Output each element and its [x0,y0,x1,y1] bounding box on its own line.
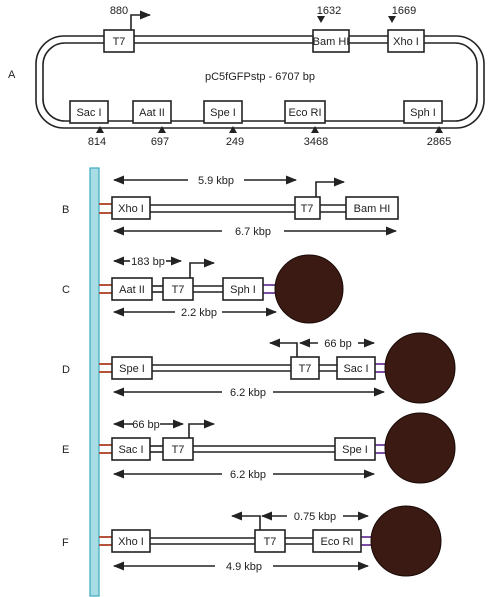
panel-label-d: D [62,364,70,376]
cut-site-marker [388,16,396,23]
plasmid-box-sac-i: Sac I [76,107,101,119]
plasmid-box-sph-i: Sph I [410,107,436,119]
panel-label-f: F [62,537,69,549]
measure-bottom: 6.2 kbp [230,469,266,481]
plasmid-position-xho-i: 1669 [392,5,416,17]
plasmid-feature-xho-i: 1669 Xho I [388,5,424,52]
box-t7: T7 [172,444,185,456]
box-spe-i: Spe I [119,363,145,375]
plasmid-feature-bam-hi: 1632 Bam HI [313,5,350,52]
plasmid-box-t7: T7 [113,36,126,48]
box-sph-i: Sph I [230,284,256,296]
construct-f: Xho I T7 Eco RI 0.75 kbp 4.9 kbp [99,506,441,576]
measure-top: 66 bp [132,419,160,431]
box-spe-i: Spe I [342,444,368,456]
box-xho-i: Xho I [118,536,144,548]
plasmid-position-sac-i: 814 [88,136,106,148]
box-eco-ri: Eco RI [320,536,353,548]
plasmid-box-xho-i: Xho I [393,36,419,48]
promoter-arrow [316,182,344,197]
box-sac-i: Sac I [118,444,143,456]
plasmid-feature-aat-ii: Aat II 697 [133,101,171,148]
construct-e: Sac I T7 Spe I 66 bp 6.2 kbp [99,413,455,483]
bead [371,506,441,576]
plasmid-box-aat-ii: Aat II [139,107,165,119]
cut-site-marker [317,16,325,23]
plasmid-position-t7: 880 [110,5,128,17]
promoter-arrow [270,343,297,357]
cut-site-marker [311,126,319,133]
cut-site-marker [229,126,237,133]
box-t7: T7 [301,203,314,215]
plasmid-box-spe-i: Spe I [210,107,236,119]
plasmid-position-aat-ii: 697 [151,136,169,148]
cut-site-marker [158,126,166,133]
measure-top: 5.9 kbp [198,175,234,187]
measure-bottom: 4.9 kbp [226,561,262,573]
measure-top: 183 bp [131,256,165,268]
measure-bottom: 6.2 kbp [230,387,266,399]
cut-site-marker [96,126,104,133]
plasmid-feature-spe-i: Spe I 249 [204,101,244,148]
surface-bar [90,168,99,596]
promoter-arrow [232,516,260,530]
plasmid-feature-t7: 880 T7 [104,5,150,52]
box-aat-ii: Aat II [119,284,145,296]
plasmid-feature-sph-i: Sph I 2865 [404,101,451,148]
box-xho-i: Xho I [118,203,144,215]
promoter-arrow [190,263,214,278]
panel-label-b: B [62,204,69,216]
box-bam-hi: Bam HI [354,203,391,215]
plasmid-position-sph-i: 2865 [427,136,451,148]
box-t7: T7 [264,536,277,548]
panel-label-e: E [62,444,69,456]
plasmid-box-eco-ri: Eco RI [288,107,321,119]
box-t7: T7 [172,284,185,296]
construct-c: Aat II T7 Sph I 183 bp 2.2 kbp [99,255,343,323]
box-sac-i: Sac I [343,363,368,375]
plasmid-position-eco-ri: 3468 [304,136,328,148]
bead [275,255,343,323]
plasmid-position-bam-hi: 1632 [317,5,341,17]
construct-b: Xho I T7 Bam HI 5.9 kbp 6.7 kbp [99,175,398,238]
measure-top: 66 bp [324,338,352,350]
panel-label-c: C [62,284,70,296]
plasmid-feature-eco-ri: Eco RI 3468 [285,101,328,148]
bead [385,333,455,403]
cut-site-marker [435,126,443,133]
plasmid-name: pC5fGFPstp - 6707 bp [205,71,315,83]
box-t7: T7 [299,363,312,375]
measure-bottom: 2.2 kbp [181,307,217,319]
measure-bottom: 6.7 kbp [235,226,271,238]
promoter-arrow [189,424,214,438]
plasmid-box-bam-hi: Bam HI [313,36,350,48]
panel-label-a: A [8,69,16,81]
plasmid-feature-sac-i: Sac I 814 [70,101,108,148]
plasmid-position-spe-i: 249 [226,136,244,148]
measure-top: 0.75 kbp [294,511,336,523]
construct-d: Spe I T7 Sac I 66 bp 6.2 kbp [99,333,455,403]
bead [385,413,455,483]
